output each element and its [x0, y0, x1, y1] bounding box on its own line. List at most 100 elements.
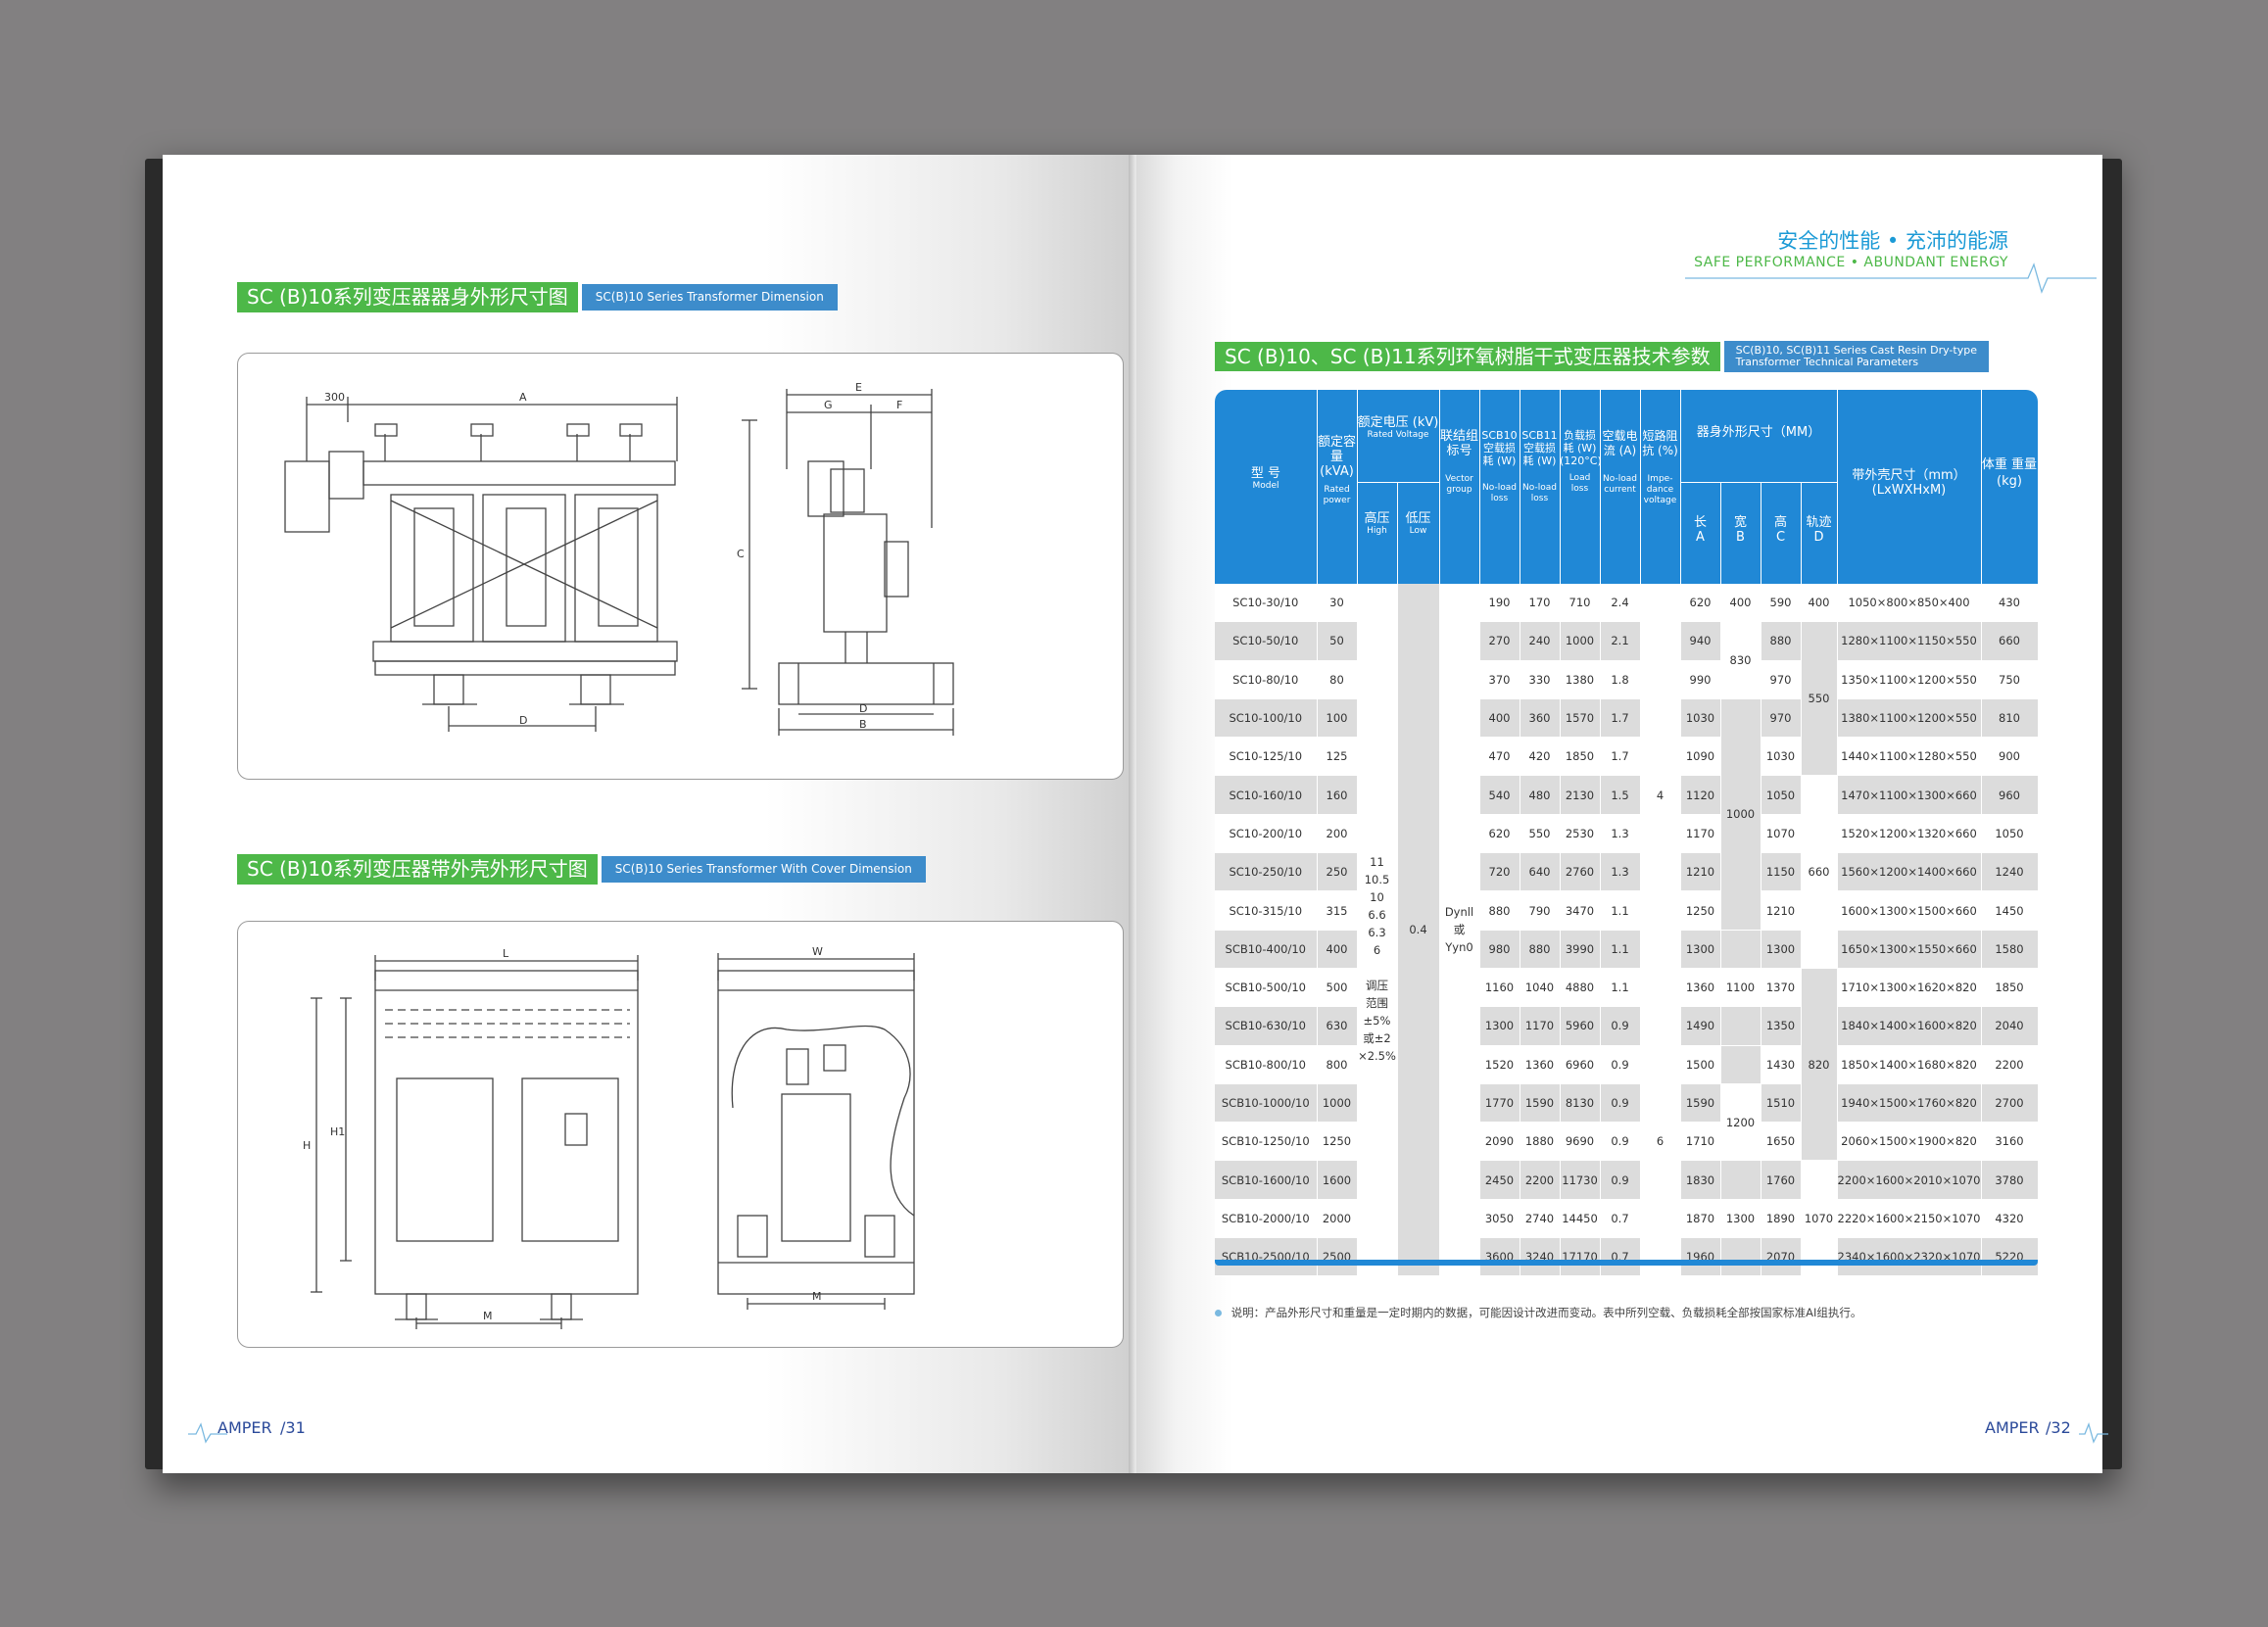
cell-weight: 1580 [1981, 930, 2039, 969]
cell-shell: 1650×1300×1550×660 [1837, 930, 1982, 969]
slogan-en: SAFE PERFORMANCE • ABUNDANT ENERGY [1694, 255, 2008, 270]
cell-hei: 1430 [1761, 1045, 1802, 1084]
cell-shell: 1350×1100×1200×550 [1837, 660, 1982, 699]
cell-model: SCB10-630/10 [1215, 1006, 1318, 1046]
cell-current: 1.3 [1600, 852, 1641, 892]
cell-load: 3990 [1560, 930, 1601, 969]
cell-load: 1000 [1560, 621, 1601, 661]
cell-model: SC10-200/10 [1215, 814, 1318, 854]
cell-nl10: 1520 [1479, 1045, 1520, 1084]
cell-hei: 1350 [1761, 1006, 1802, 1046]
cell-shell: 1380×1100×1200×550 [1837, 698, 1982, 739]
cell-current: 0.7 [1600, 1237, 1641, 1277]
high-voltage-line: ±5% [1363, 1014, 1391, 1029]
high-voltage-line: 10 [1370, 890, 1384, 905]
cell-nl10: 1300 [1479, 1006, 1520, 1046]
cell-nl10: 620 [1479, 814, 1520, 854]
cell-current: 0.9 [1600, 1083, 1641, 1124]
cell-weight: 660 [1981, 621, 2039, 661]
cell-nl10: 370 [1479, 660, 1520, 699]
cell-load: 2130 [1560, 775, 1601, 815]
cell-len: 1210 [1680, 852, 1721, 892]
cell-nl11: 2200 [1520, 1160, 1561, 1200]
cell-current: 0.9 [1600, 1006, 1641, 1046]
cell-len: 1490 [1680, 1006, 1721, 1046]
cell-power: 400 [1317, 930, 1358, 969]
section2-title-en: SC(B)10 Series Transformer With Cover Di… [601, 856, 926, 883]
cell-len: 1250 [1680, 890, 1721, 931]
transformer-body-drawing: 300 A C D E G F D B [284, 381, 954, 736]
cell-model: SCB10-1600/10 [1215, 1160, 1318, 1200]
cell-weight: 1450 [1981, 890, 2039, 931]
cell-weight: 900 [1981, 737, 2039, 777]
cell-model: SCB10-400/10 [1215, 930, 1318, 969]
right-footer: AMPER /32 [1985, 1418, 2108, 1444]
section1-title-cn: SC (B)10系列变压器器身外形尺寸图 [237, 282, 578, 312]
table-bottom-bar [1215, 1260, 2038, 1266]
cell-len: 940 [1680, 621, 1721, 661]
cell-nl11: 240 [1520, 621, 1561, 661]
cell-hei: 1030 [1761, 737, 1802, 777]
cell-current: 2.1 [1600, 621, 1641, 661]
table-title-en-2: Transformer Technical Parameters [1735, 355, 1919, 368]
cell-shell: 1600×1300×1500×660 [1837, 890, 1982, 931]
high-voltage-line: 6 [1373, 943, 1381, 958]
pulse-icon [188, 1422, 227, 1444]
cell-nl10: 3050 [1479, 1199, 1520, 1239]
cell-shell: 1470×1100×1300×660 [1837, 775, 1982, 815]
cell-model: SCB10-1000/10 [1215, 1083, 1318, 1124]
cell-wid-1200: 1200 [1720, 1083, 1761, 1162]
slogan-pulse-icon [1685, 263, 2097, 294]
drawing-panel-body: 300 A C D E G F D B [237, 353, 1124, 780]
slogan-cn: 安全的性能 • 充沛的能源 [1777, 229, 2008, 253]
cell-current: 1.1 [1600, 968, 1641, 1008]
cell-weight: 5220 [1981, 1237, 2039, 1277]
cell-load: 9690 [1560, 1122, 1601, 1162]
th-scb11: SCB11 空载损耗 (W) No-load loss [1521, 429, 1558, 503]
high-voltage-line: ×2.5% [1358, 1049, 1396, 1064]
dim-f-label: F [896, 399, 902, 411]
cell-wid [1720, 1237, 1761, 1277]
cell-nl11: 1170 [1520, 1006, 1561, 1046]
cell-load: 1380 [1560, 660, 1601, 699]
th-shell: 带外壳尺寸（mm） (LxWXHxM) [1852, 468, 1966, 498]
section2-header: SC (B)10系列变压器带外壳外形尺寸图 SC(B)10 Series Tra… [237, 854, 926, 885]
th-body-size: 器身外形尺寸（MM） [1696, 425, 1821, 440]
cell-wid [1720, 1006, 1761, 1046]
cell-rail [1801, 1237, 1838, 1277]
cell-len: 1500 [1680, 1045, 1721, 1084]
dim-e-label: E [855, 381, 862, 394]
th-current: 空载电流 (A) No-load current [1602, 429, 1638, 495]
cell-low-voltage: 0.4 [1397, 584, 1440, 1277]
cell-len: 1360 [1680, 968, 1721, 1008]
cell-len: 1710 [1680, 1122, 1721, 1162]
cell-power: 80 [1317, 660, 1358, 699]
table-title-en: SC(B)10, SC(B)11 Series Cast Resin Dry-t… [1723, 340, 1989, 372]
cell-nl10: 980 [1479, 930, 1520, 969]
cell-current: 1.1 [1600, 890, 1641, 931]
cell-hei: 1370 [1761, 968, 1802, 1008]
cell-weight: 750 [1981, 660, 2039, 699]
cell-nl11: 420 [1520, 737, 1561, 777]
section1-header: SC (B)10系列变压器器身外形尺寸图 SC(B)10 Series Tran… [237, 282, 838, 312]
cell-weight: 1850 [1981, 968, 2039, 1008]
cell-wid-830: 830 [1720, 621, 1761, 699]
cell-weight: 2200 [1981, 1045, 2039, 1084]
cell-nl11: 640 [1520, 852, 1561, 892]
cell-len: 1300 [1680, 930, 1721, 969]
cell-load: 1570 [1560, 698, 1601, 739]
section2-title-cn: SC (B)10系列变压器带外壳外形尺寸图 [237, 854, 598, 885]
cell-weight: 960 [1981, 775, 2039, 815]
cell-hei: 880 [1761, 621, 1802, 661]
cell-model: SC10-100/10 [1215, 698, 1318, 739]
cell-current: 1.7 [1600, 698, 1641, 739]
